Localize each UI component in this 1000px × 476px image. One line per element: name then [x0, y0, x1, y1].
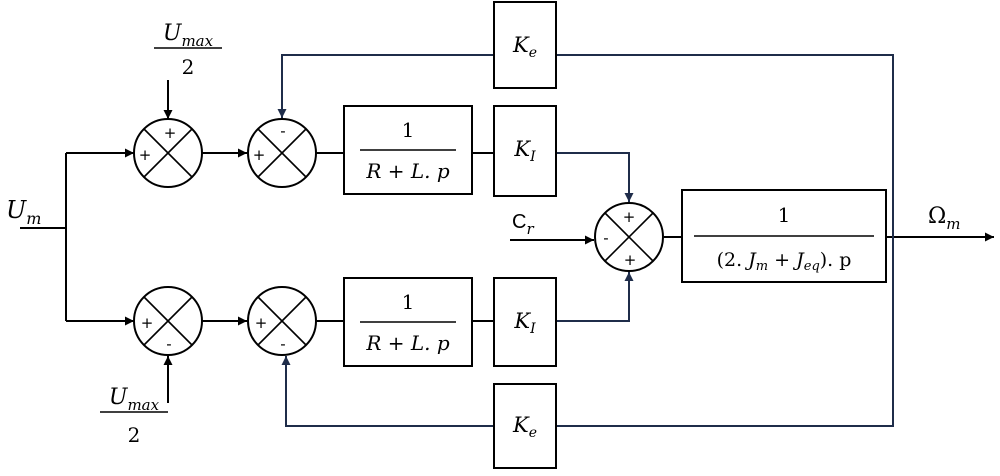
elec-bottom-den: R + L. p: [365, 331, 450, 355]
sign-s5-bottom: -: [280, 335, 285, 353]
elec-top-den: R + L. p: [365, 159, 450, 183]
svg-text:Ke: Ke: [512, 33, 537, 61]
elec-bottom-block: 1 R + L. p: [343, 277, 473, 367]
svg-text:Ke: Ke: [512, 413, 537, 441]
sum-junction-5: + -: [247, 286, 317, 356]
sign-s4-bottom: -: [166, 335, 171, 353]
umax-bottom-label: Umax 2: [100, 385, 168, 447]
svg-text:2: 2: [182, 55, 195, 79]
omega-output-label: Ωm: [928, 204, 960, 233]
sign-s3-left: -: [603, 229, 608, 247]
svg-text:Umax: Umax: [109, 385, 160, 414]
sign-s1-top: +: [164, 124, 177, 142]
sum-junction-4: + -: [133, 286, 203, 356]
elec-bottom-num: 1: [402, 290, 415, 314]
elec-top-block: 1 R + L. p: [343, 105, 473, 195]
ke-bottom-sub: e: [529, 425, 537, 441]
elec-top-num: 1: [402, 118, 415, 142]
umax-top-label: Umax 2: [154, 21, 222, 79]
sign-s3-top: +: [623, 208, 636, 226]
ki-top-sub: I: [529, 149, 536, 165]
ki-top-block: KI: [493, 105, 557, 197]
svg-text:KI: KI: [513, 309, 536, 337]
ke-bottom-base: K: [512, 413, 530, 437]
ki-bottom-sub: I: [529, 321, 536, 337]
ke-top-sub: e: [529, 45, 537, 61]
feedback-top-right-wire: [556, 54, 894, 237]
mech-num: 1: [778, 203, 791, 227]
ki-top-base: K: [513, 137, 531, 161]
um-label: Um: [6, 196, 41, 228]
ke-bottom-block: Ke: [493, 383, 557, 469]
svg-text:Umax: Umax: [163, 21, 214, 50]
ke-top-block: Ke: [493, 1, 557, 89]
sign-s2-top: -: [280, 122, 285, 140]
mech-block: 1 (2. Jm + Jeq). p: [681, 189, 887, 283]
sum-junction-1: + +: [133, 118, 203, 188]
sign-s5-left: +: [255, 314, 268, 332]
sign-s2-left: +: [253, 146, 266, 164]
sum-junction-3: + - +: [594, 202, 664, 272]
svg-text:KI: KI: [513, 137, 536, 165]
ki-bottom-to-sum3-wire: [556, 272, 634, 322]
feedback-top-left-wire: [277, 54, 494, 118]
sign-s4-left: +: [141, 314, 154, 332]
sum-junction-2: - +: [247, 118, 317, 188]
svg-text:2: 2: [128, 423, 141, 447]
ki-bottom-block: KI: [493, 277, 557, 367]
ki-bottom-base: K: [513, 309, 531, 333]
cr-label: Cr: [512, 211, 534, 238]
feedback-bottom-right-wire: [556, 237, 894, 427]
ke-top-base: K: [512, 33, 530, 57]
feedback-bottom-left-wire: [281, 356, 494, 427]
mech-den: (2. Jm + Jeq). p: [717, 249, 852, 274]
sign-s1-left: +: [139, 146, 152, 164]
sign-s3-bottom: +: [624, 251, 637, 269]
ki-top-to-sum3-wire: [556, 152, 634, 202]
